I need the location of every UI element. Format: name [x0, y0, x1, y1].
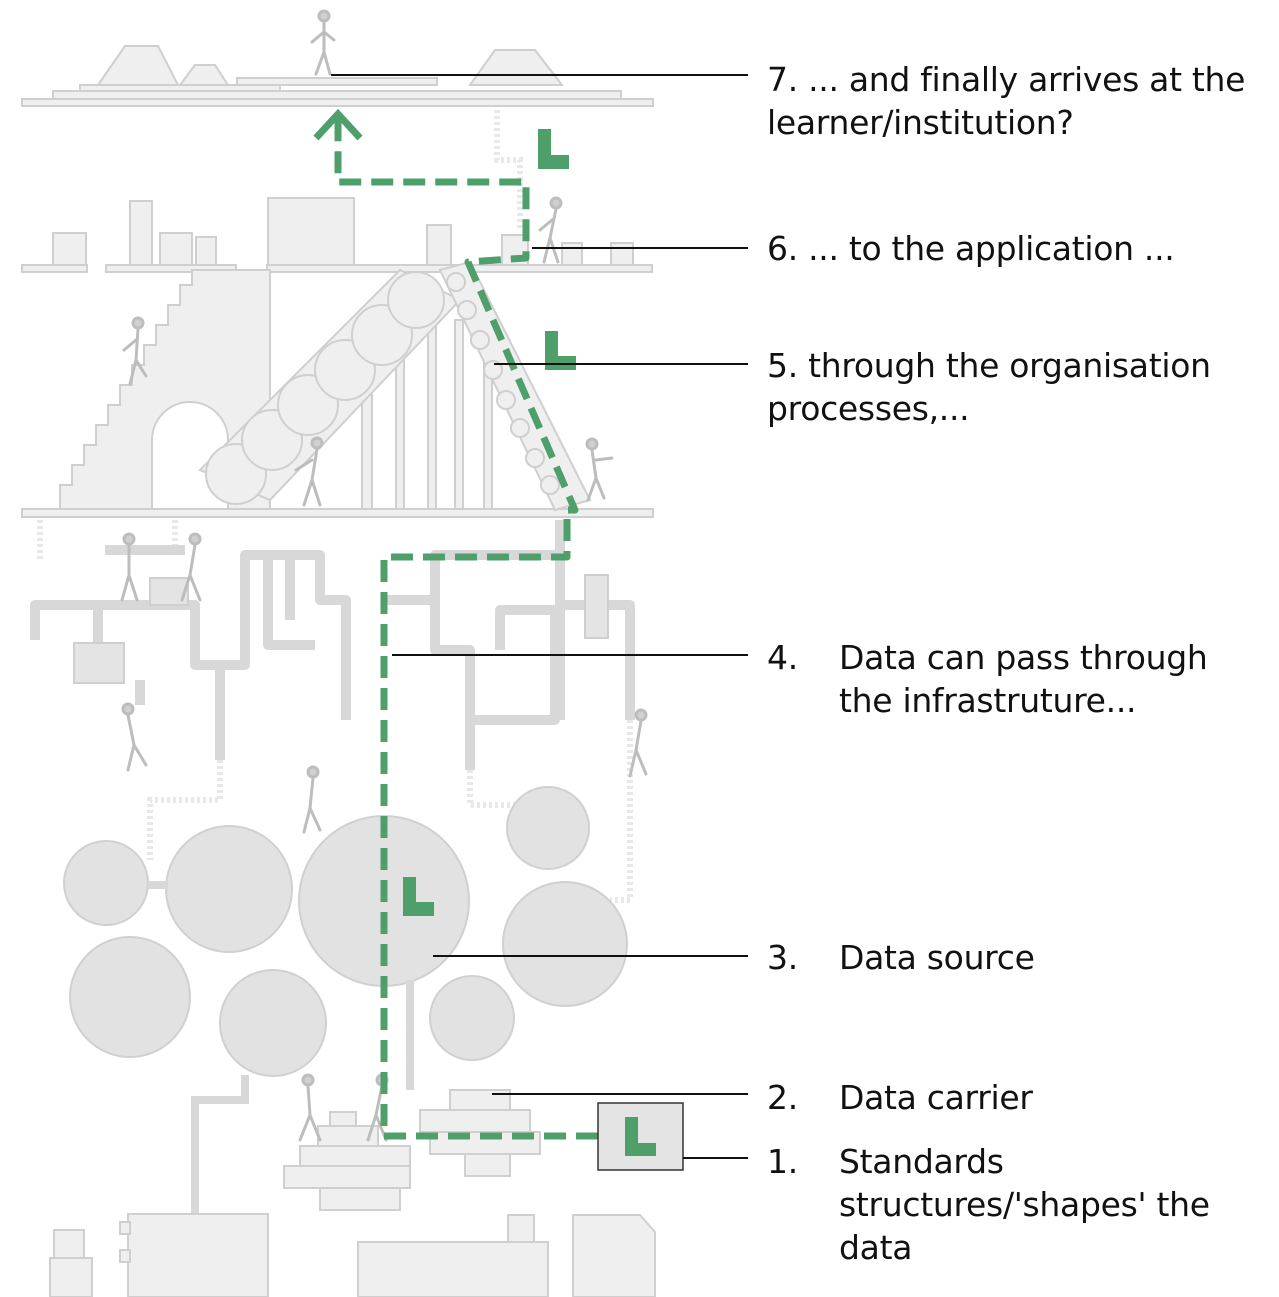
figure-top [310, 9, 336, 76]
step-6-label: 6. ... to the application ... [767, 227, 1175, 270]
figure-conveyor [294, 436, 324, 507]
pipe-network [30, 520, 635, 770]
step-5-line-2: processes,... [767, 389, 970, 428]
figure-pair-right [180, 532, 202, 602]
leader-lines [331, 74, 748, 1159]
step-3-text: Data source [839, 938, 1035, 977]
step-5-label: 5. through the organisation processes,..… [767, 344, 1211, 430]
figure-shelf [538, 196, 563, 264]
l-shape-icon [625, 1117, 656, 1156]
step-1-number: 1. [767, 1142, 798, 1181]
top-platform [21, 45, 654, 107]
figure-pipe-right [628, 708, 648, 778]
arrow-up-icon [313, 108, 363, 141]
step-5-line-1: 5. through the organisation [767, 346, 1211, 385]
step-6-line-1: 6. ... to the application ... [767, 229, 1175, 268]
step-2-text: Data carrier [839, 1078, 1033, 1117]
step-4-text: Data can pass through the infrastruture.… [839, 636, 1208, 722]
bottom-machines [49, 1213, 656, 1297]
figure-pipe-mid [302, 765, 322, 834]
standard-box [597, 1102, 684, 1171]
figure-pair-left [120, 532, 139, 602]
step-1-line-2: structures/'shapes' the [839, 1185, 1210, 1224]
step-1-line-3: data [839, 1228, 913, 1267]
sphere-connectors [148, 881, 414, 1215]
pipe-faint [37, 110, 633, 903]
step-3-number: 3. [767, 938, 798, 977]
step-1-text: Standards structures/'shapes' the data [839, 1140, 1210, 1269]
figure-slope [585, 437, 614, 502]
data-carrier-blocks [283, 1089, 541, 1211]
big-conveyor [198, 268, 462, 505]
small-conveyor [438, 260, 592, 512]
figure-pipe-left [121, 702, 148, 772]
step-1-line-1: Standards [839, 1142, 1004, 1181]
figure-carrier-a [298, 1073, 322, 1142]
step-4-line-1: Data can pass through [839, 638, 1208, 677]
l-shape-icon [403, 129, 576, 916]
data-path [334, 118, 598, 1140]
step-4-number: 4. [767, 638, 798, 677]
pipe-boxes [73, 574, 609, 684]
step-7-line-1: 7. ... and finally arrives at the [767, 60, 1246, 99]
step-7-label: 7. ... and finally arrives at the learne… [767, 58, 1245, 144]
figure-stairs [122, 316, 148, 386]
step-4-line-2: the infrastruture... [839, 681, 1137, 720]
step-2-number: 2. [767, 1078, 798, 1117]
step-7-line-2: learner/institution? [767, 103, 1074, 142]
